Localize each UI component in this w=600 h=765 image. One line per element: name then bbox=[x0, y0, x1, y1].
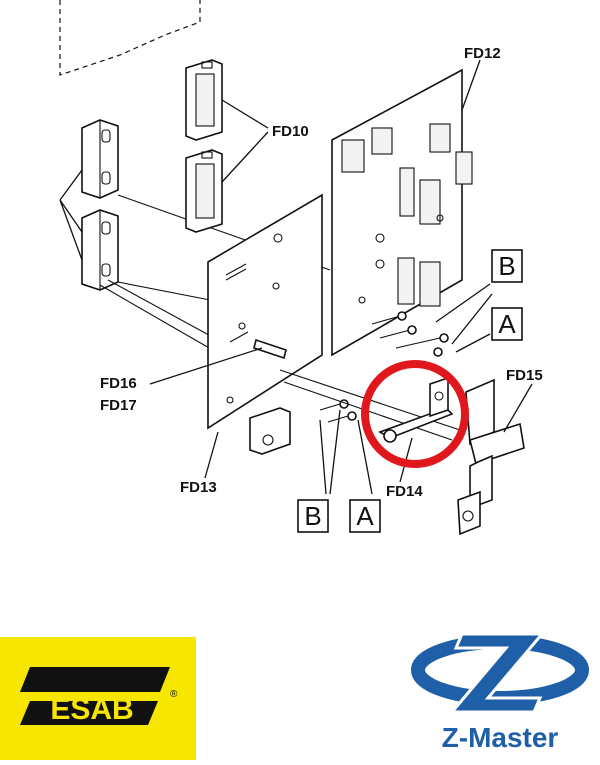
label-fd17: FD17 bbox=[100, 397, 137, 414]
svg-text:B: B bbox=[304, 501, 321, 531]
svg-text:B: B bbox=[498, 251, 515, 281]
label-fd13: FD13 bbox=[180, 479, 217, 496]
fd14-connector bbox=[378, 376, 454, 443]
svg-text:A: A bbox=[498, 309, 516, 339]
svg-text:A: A bbox=[356, 501, 374, 531]
fd10-module-lower bbox=[185, 149, 223, 233]
label-fd10: FD10 bbox=[272, 123, 309, 140]
fd10-module-upper bbox=[185, 59, 223, 141]
enclosure-outline bbox=[59, 0, 201, 76]
exploded-parts-diagram: FD10 FD12 FD16 FD17 FD13 bbox=[59, 0, 543, 536]
left-bracket-upper bbox=[81, 119, 119, 199]
label-fd14: FD14 bbox=[386, 483, 423, 500]
box-b-lower: B bbox=[297, 499, 329, 533]
box-a-lower: A bbox=[349, 499, 381, 533]
box-b-upper: B bbox=[491, 249, 523, 283]
terminal-bracket bbox=[249, 407, 291, 455]
zmaster-wordmark: Z-Master bbox=[441, 722, 559, 753]
label-fd12: FD12 bbox=[464, 45, 501, 62]
fd15-terminal-block bbox=[457, 378, 525, 536]
fd12-circuit-board bbox=[331, 68, 473, 357]
fd13-mounting-plate bbox=[207, 193, 323, 430]
esab-registered-mark: ® bbox=[170, 689, 178, 700]
label-fd15: FD15 bbox=[506, 367, 543, 384]
zmaster-emblem bbox=[411, 632, 589, 714]
box-a-upper: A bbox=[491, 307, 523, 341]
highlight-circle bbox=[361, 360, 469, 468]
left-bracket-lower bbox=[81, 209, 119, 291]
esab-wordmark: ESAB bbox=[50, 693, 133, 726]
fd16-standoff bbox=[253, 338, 287, 360]
label-fd16: FD16 bbox=[100, 375, 137, 392]
bracket-leader-lines bbox=[59, 169, 83, 261]
zmaster-logo: Z-Master bbox=[400, 620, 600, 760]
esab-logo: ESAB ® bbox=[0, 637, 196, 760]
